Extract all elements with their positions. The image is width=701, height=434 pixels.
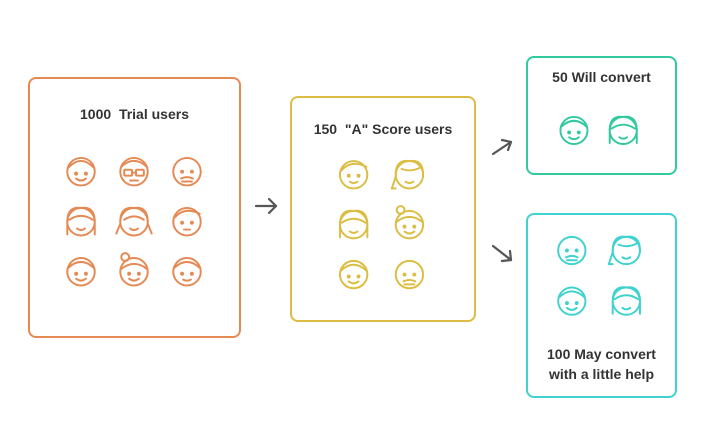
user-face-icon (172, 257, 202, 287)
arrow-up-right-icon (491, 138, 513, 156)
user-face-icon (557, 286, 587, 316)
user-face-icon (611, 286, 641, 316)
user-face-icon (338, 160, 369, 190)
user-face-icon (172, 156, 202, 187)
user-face-icon (66, 206, 96, 237)
will-convert-title: 50 Will convert (552, 69, 651, 85)
user-face-icon (608, 115, 638, 145)
may-convert-title-line1: 100 May convert (547, 346, 656, 362)
may-convert-box: 100 May convert with a little help (526, 213, 677, 398)
user-face-icon (115, 206, 153, 237)
trial-users-title: 1000 Trial users (80, 106, 189, 122)
user-face-icon (559, 115, 589, 145)
user-face-icon (390, 159, 425, 190)
user-face-icon (66, 257, 96, 287)
a-score-users-faces (338, 159, 425, 290)
may-convert-title-line2: with a little help (548, 366, 654, 382)
may-convert-faces (557, 235, 641, 316)
user-face-icon (607, 235, 641, 266)
user-face-icon (338, 259, 369, 290)
user-face-icon (119, 252, 149, 287)
arrow-down-right-icon (491, 244, 513, 263)
will-convert-box: 50 Will convert (526, 56, 677, 175)
user-face-icon (119, 156, 149, 187)
user-face-icon (338, 209, 369, 240)
trial-users-box: 1000 Trial users (28, 77, 241, 338)
user-face-icon (66, 156, 96, 187)
a-score-users-title: 150 "A" Score users (313, 121, 453, 137)
trial-users-faces (66, 156, 202, 287)
user-face-icon (557, 235, 587, 266)
a-score-users-box: 150 "A" Score users (290, 96, 476, 322)
will-convert-faces (559, 115, 638, 145)
user-face-icon (394, 205, 425, 240)
user-face-icon (394, 259, 425, 290)
user-face-icon (172, 207, 202, 237)
arrow-right-icon (254, 197, 278, 215)
